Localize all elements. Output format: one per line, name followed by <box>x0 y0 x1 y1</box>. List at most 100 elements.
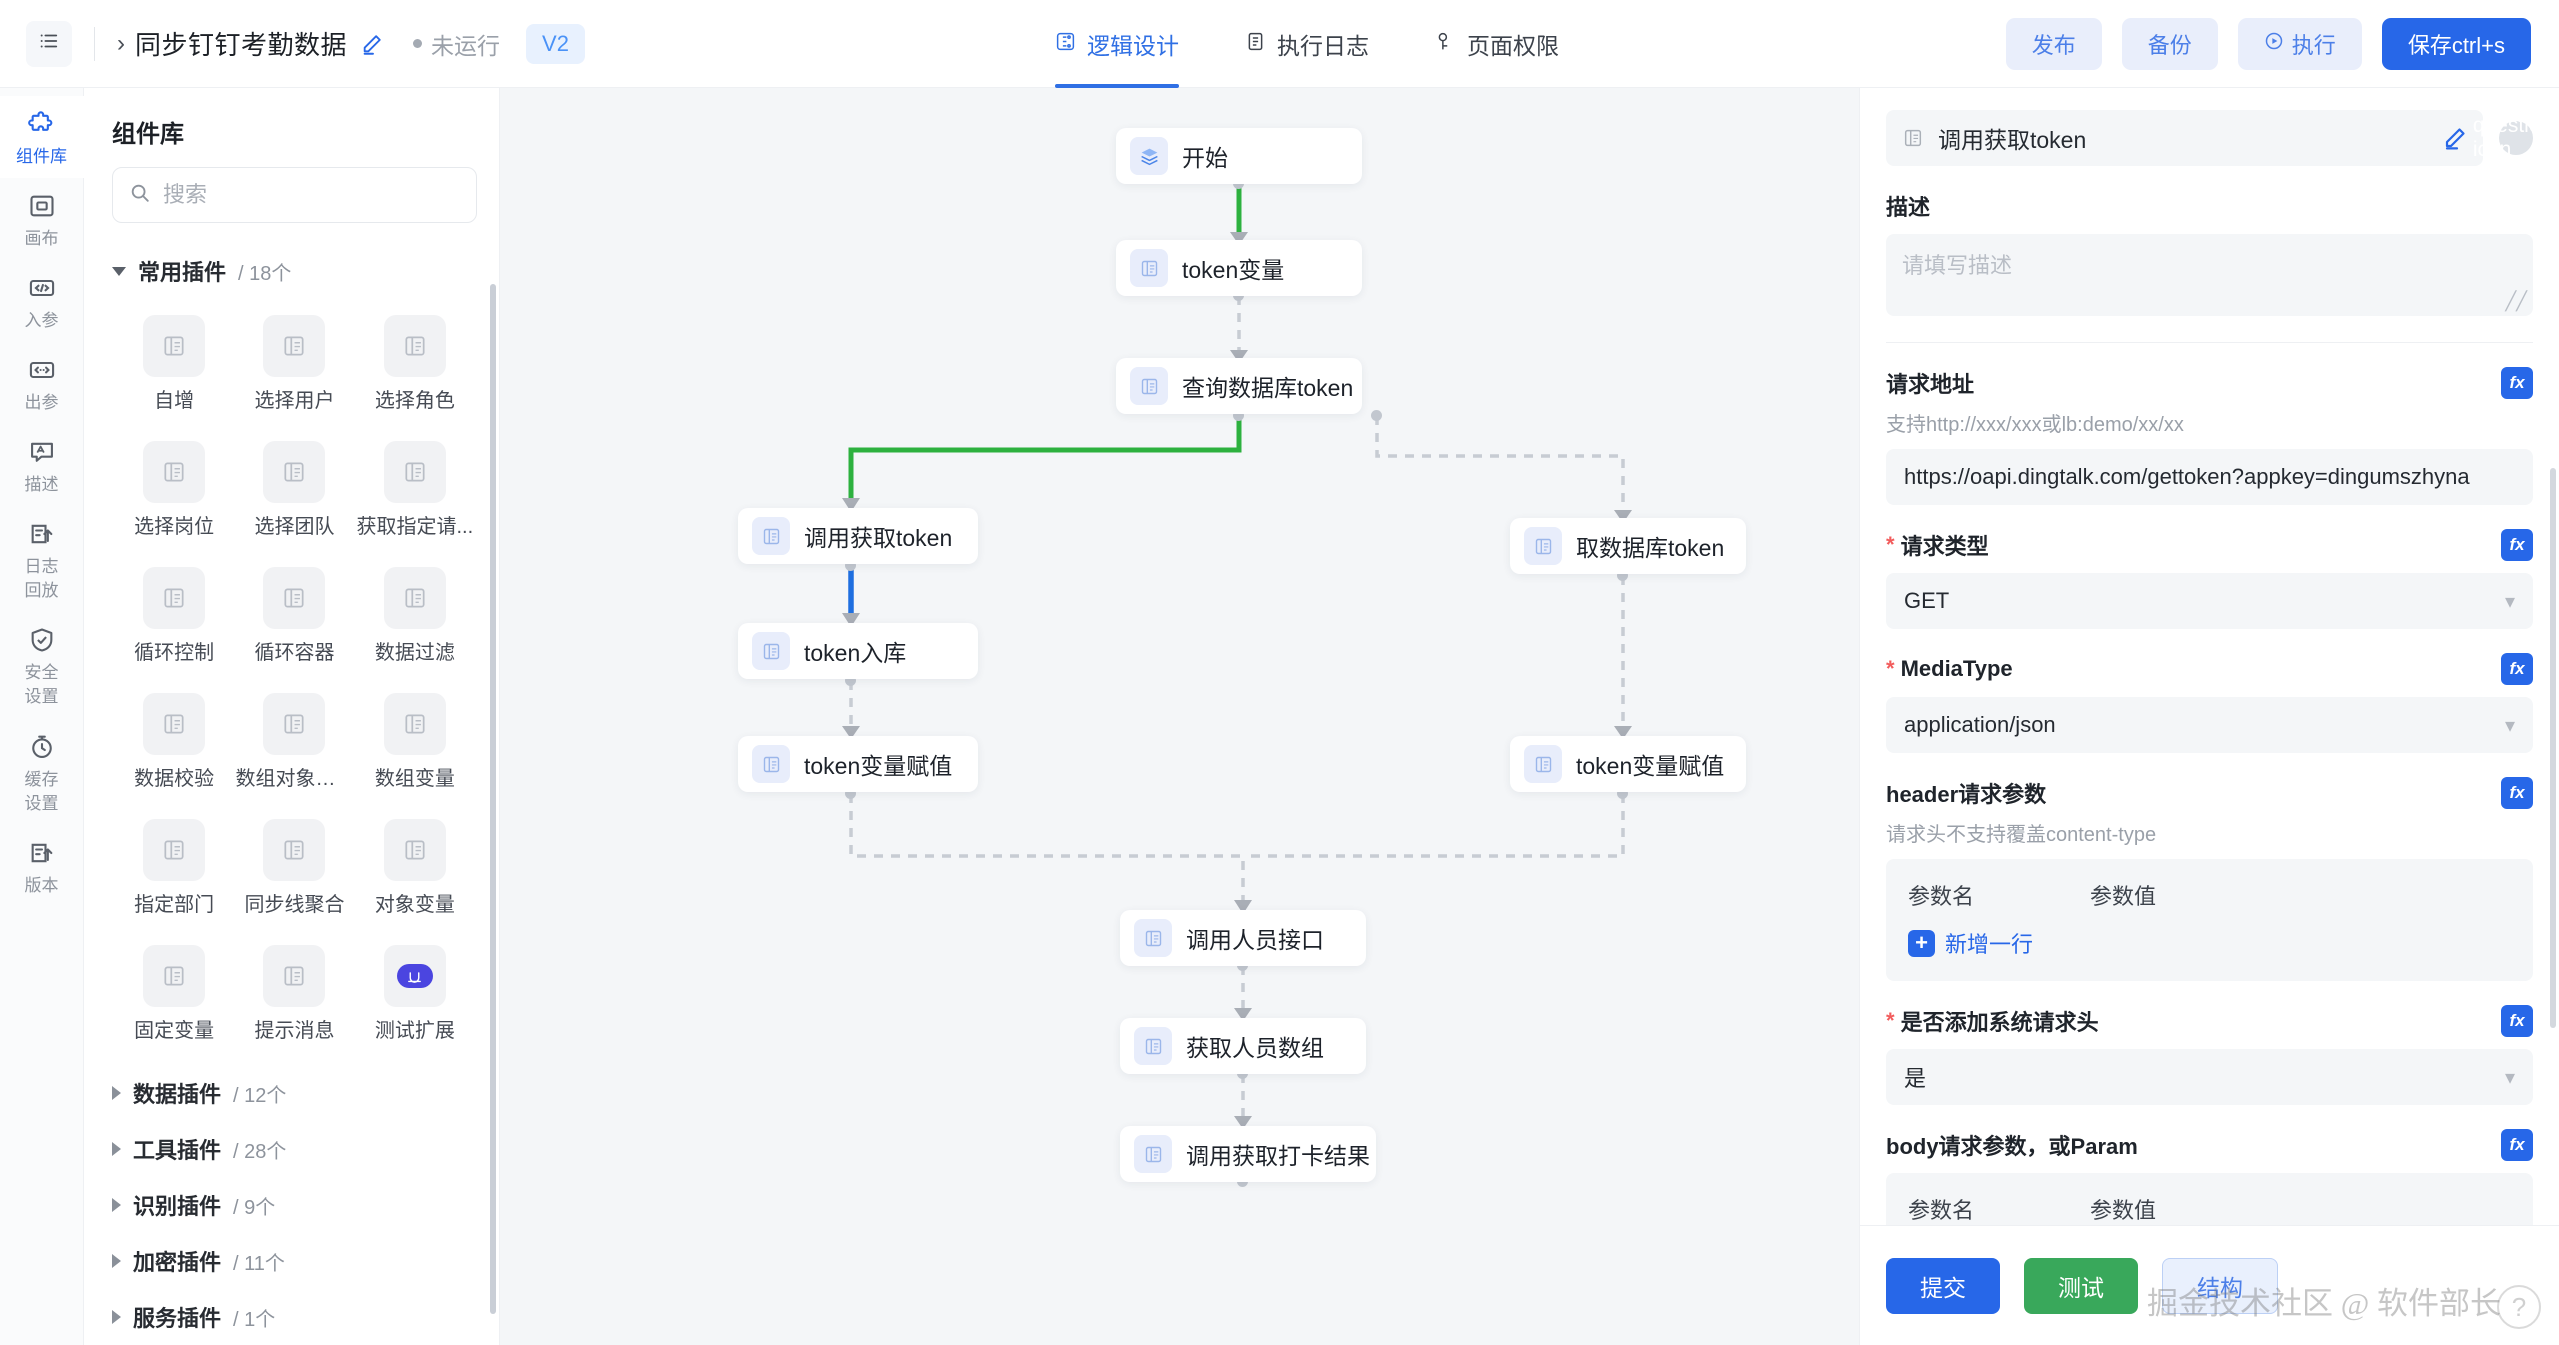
component-library-scroll[interactable]: 常用插件 / 18个 自增 选择用户 选择角色 选择岗位 选择团队 获取指定请.… <box>84 241 499 1345</box>
plugin-icon <box>383 567 446 629</box>
node-port[interactable] <box>845 675 856 686</box>
test-button[interactable]: 测试 <box>2024 1257 2138 1314</box>
fx-button[interactable]: fx <box>2501 1129 2533 1161</box>
plugin-item[interactable]: 选择角色 <box>355 305 475 427</box>
category-header-service[interactable]: 服务插件 / 1个 <box>84 1287 499 1343</box>
plugin-item[interactable]: 数据校验 <box>114 683 234 805</box>
fx-button[interactable]: fx <box>2501 367 2533 399</box>
fx-button[interactable]: fx <box>2501 653 2533 685</box>
pencil-icon[interactable] <box>361 33 383 55</box>
plugin-item[interactable]: 获取指定请... <box>355 431 475 553</box>
fx-button[interactable]: fx <box>2501 529 2533 561</box>
save-button[interactable]: 保存ctrl+s <box>2381 17 2531 70</box>
flow-node-query-db-token[interactable]: 查询数据库token <box>1116 358 1362 414</box>
plugin-item[interactable]: 自增 <box>114 305 234 427</box>
fx-button[interactable]: fx <box>2501 777 2533 809</box>
flow-node-token-store[interactable]: token入库 <box>738 623 978 679</box>
search-input[interactable] <box>163 182 460 208</box>
plugin-item[interactable]: 数组变量 <box>355 683 475 805</box>
plugin-item[interactable]: 提示消息 <box>234 935 354 1057</box>
flow-node-start[interactable]: 开始 <box>1116 128 1362 184</box>
plugin-item[interactable]: 固定变量 <box>114 935 234 1057</box>
sidebar-item-version[interactable]: 版本 <box>0 825 84 907</box>
node-port[interactable] <box>1617 570 1628 581</box>
sidebar-item-label: 缓存 <box>24 769 59 789</box>
publish-button[interactable]: 发布 <box>2005 17 2102 70</box>
node-port[interactable] <box>845 788 856 799</box>
main-body: 组件库 画布 入参 出参 <box>0 88 2559 1345</box>
flow-node-call-person-api[interactable]: 调用人员接口 <box>1120 910 1366 966</box>
sidebar-item-output-params[interactable]: 出参 <box>0 342 84 424</box>
flow-node-token-var[interactable]: token变量 <box>1116 240 1362 296</box>
request-url-input[interactable]: https://oapi.dingtalk.com/gettoken?appke… <box>1886 449 2533 505</box>
flow-node-get-person-array[interactable]: 获取人员数组 <box>1120 1018 1366 1074</box>
field-label: 请求地址 fx <box>1886 367 2533 399</box>
component-library-scrollbar[interactable] <box>490 284 496 1314</box>
node-port[interactable] <box>845 560 856 571</box>
plugin-item[interactable]: 指定部门 <box>114 809 234 931</box>
plugin-item[interactable]: 测试扩展 <box>355 935 475 1057</box>
node-name-box[interactable]: 调用获取token <box>1886 110 2483 166</box>
pencil-icon[interactable] <box>2443 126 2467 150</box>
sidebar-item-label: 描述 <box>24 475 59 495</box>
plugin-item[interactable]: 选择团队 <box>234 431 354 553</box>
properties-scrollbar[interactable] <box>2550 468 2556 1028</box>
category-header-recognition[interactable]: 识别插件 / 9个 <box>84 1175 499 1231</box>
resize-grip-icon[interactable]: ╱╱ <box>2505 291 2527 311</box>
chevron-right-icon[interactable]: › <box>117 29 125 57</box>
system-header-select[interactable]: 是 ▾ <box>1886 1049 2533 1105</box>
sidebar-item-log-replay[interactable]: 日志 回放 <box>0 506 84 612</box>
tab-exec-log[interactable]: 执行日志 <box>1245 0 1369 88</box>
flow-node-token-assign-left[interactable]: token变量赋值 <box>738 736 978 792</box>
version-badge[interactable]: V2 <box>526 23 585 64</box>
plugin-item[interactable]: 选择用户 <box>234 305 354 427</box>
flow-node-call-clock-result[interactable]: 调用获取打卡结果 <box>1120 1126 1376 1182</box>
run-button[interactable]: 执行 <box>2237 17 2362 70</box>
flow-node-label: 获取人员数组 <box>1186 1035 1324 1061</box>
flow-node-take-db-token[interactable]: 取数据库token <box>1510 518 1746 574</box>
search-box[interactable] <box>112 167 477 223</box>
sidebar-item-input-params[interactable]: 入参 <box>0 260 84 342</box>
sidebar-item-security-settings[interactable]: 安全 设置 <box>0 612 84 718</box>
sidebar-item-cache-settings[interactable]: 缓存 设置 <box>0 719 84 825</box>
plugin-item[interactable]: 对象变量 <box>355 809 475 931</box>
flow-node-call-get-token[interactable]: 调用获取token <box>738 508 978 564</box>
flow-node-token-assign-right[interactable]: token变量赋值 <box>1510 736 1746 792</box>
plugin-item[interactable]: 选择岗位 <box>114 431 234 553</box>
node-port[interactable] <box>1371 410 1382 421</box>
category-header-encryption[interactable]: 加密插件 / 11个 <box>84 1231 499 1287</box>
column-header-name: 参数名 <box>1908 884 1975 909</box>
plugin-item[interactable]: 数组对象变量 <box>234 683 354 805</box>
tab-logic-design[interactable]: 逻辑设计 <box>1055 0 1179 88</box>
sidebar-item-label-2: 设置 <box>24 793 59 813</box>
backup-button[interactable]: 备份 <box>2121 17 2218 70</box>
submit-button[interactable]: 提交 <box>1886 1257 2000 1314</box>
sidebar-item-canvas[interactable]: 画布 <box>0 178 84 260</box>
add-header-row-button[interactable]: + 新增一行 <box>1908 927 2511 959</box>
question-icon[interactable]: question-icon <box>2472 114 2559 161</box>
sidebar-item-description[interactable]: 描述 <box>0 424 84 506</box>
plugin-label: 循环容器 <box>254 642 335 664</box>
help-fab-icon[interactable]: ? <box>2497 1285 2541 1329</box>
plugin-icon <box>383 693 446 755</box>
plugin-item[interactable]: 循环容器 <box>234 557 354 679</box>
plugin-item[interactable]: 数据过滤 <box>355 557 475 679</box>
plugin-item[interactable]: 同步线聚合 <box>234 809 354 931</box>
node-port[interactable] <box>1233 410 1244 421</box>
menu-button[interactable] <box>26 20 72 67</box>
tab-page-permission[interactable]: 页面权限 <box>1435 0 1559 88</box>
flow-canvas[interactable]: 开始 token变量 查询数据库token 调用获取token token入库 … <box>500 88 1859 1345</box>
properties-scroll[interactable]: 描述 请填写描述 ╱╱ 请求地址 fx 支持http://xxx/xxx或lb:… <box>1860 166 2559 1225</box>
plugin-icon <box>1902 127 1924 149</box>
plugin-item[interactable]: 循环控制 <box>114 557 234 679</box>
description-textarea[interactable]: 请填写描述 ╱╱ <box>1886 234 2533 316</box>
media-type-select[interactable]: application/json ▾ <box>1886 697 2533 753</box>
structure-button[interactable]: 结构 <box>2162 1257 2278 1314</box>
fx-button[interactable]: fx <box>2501 1005 2533 1037</box>
category-header-data[interactable]: 数据插件 / 12个 <box>84 1063 499 1119</box>
sidebar-item-component-library[interactable]: 组件库 <box>0 96 84 179</box>
category-header-tools[interactable]: 工具插件 / 28个 <box>84 1119 499 1175</box>
category-header-common[interactable]: 常用插件 / 18个 <box>84 241 499 297</box>
request-type-select[interactable]: GET ▾ <box>1886 573 2533 629</box>
node-port[interactable] <box>1617 788 1628 799</box>
